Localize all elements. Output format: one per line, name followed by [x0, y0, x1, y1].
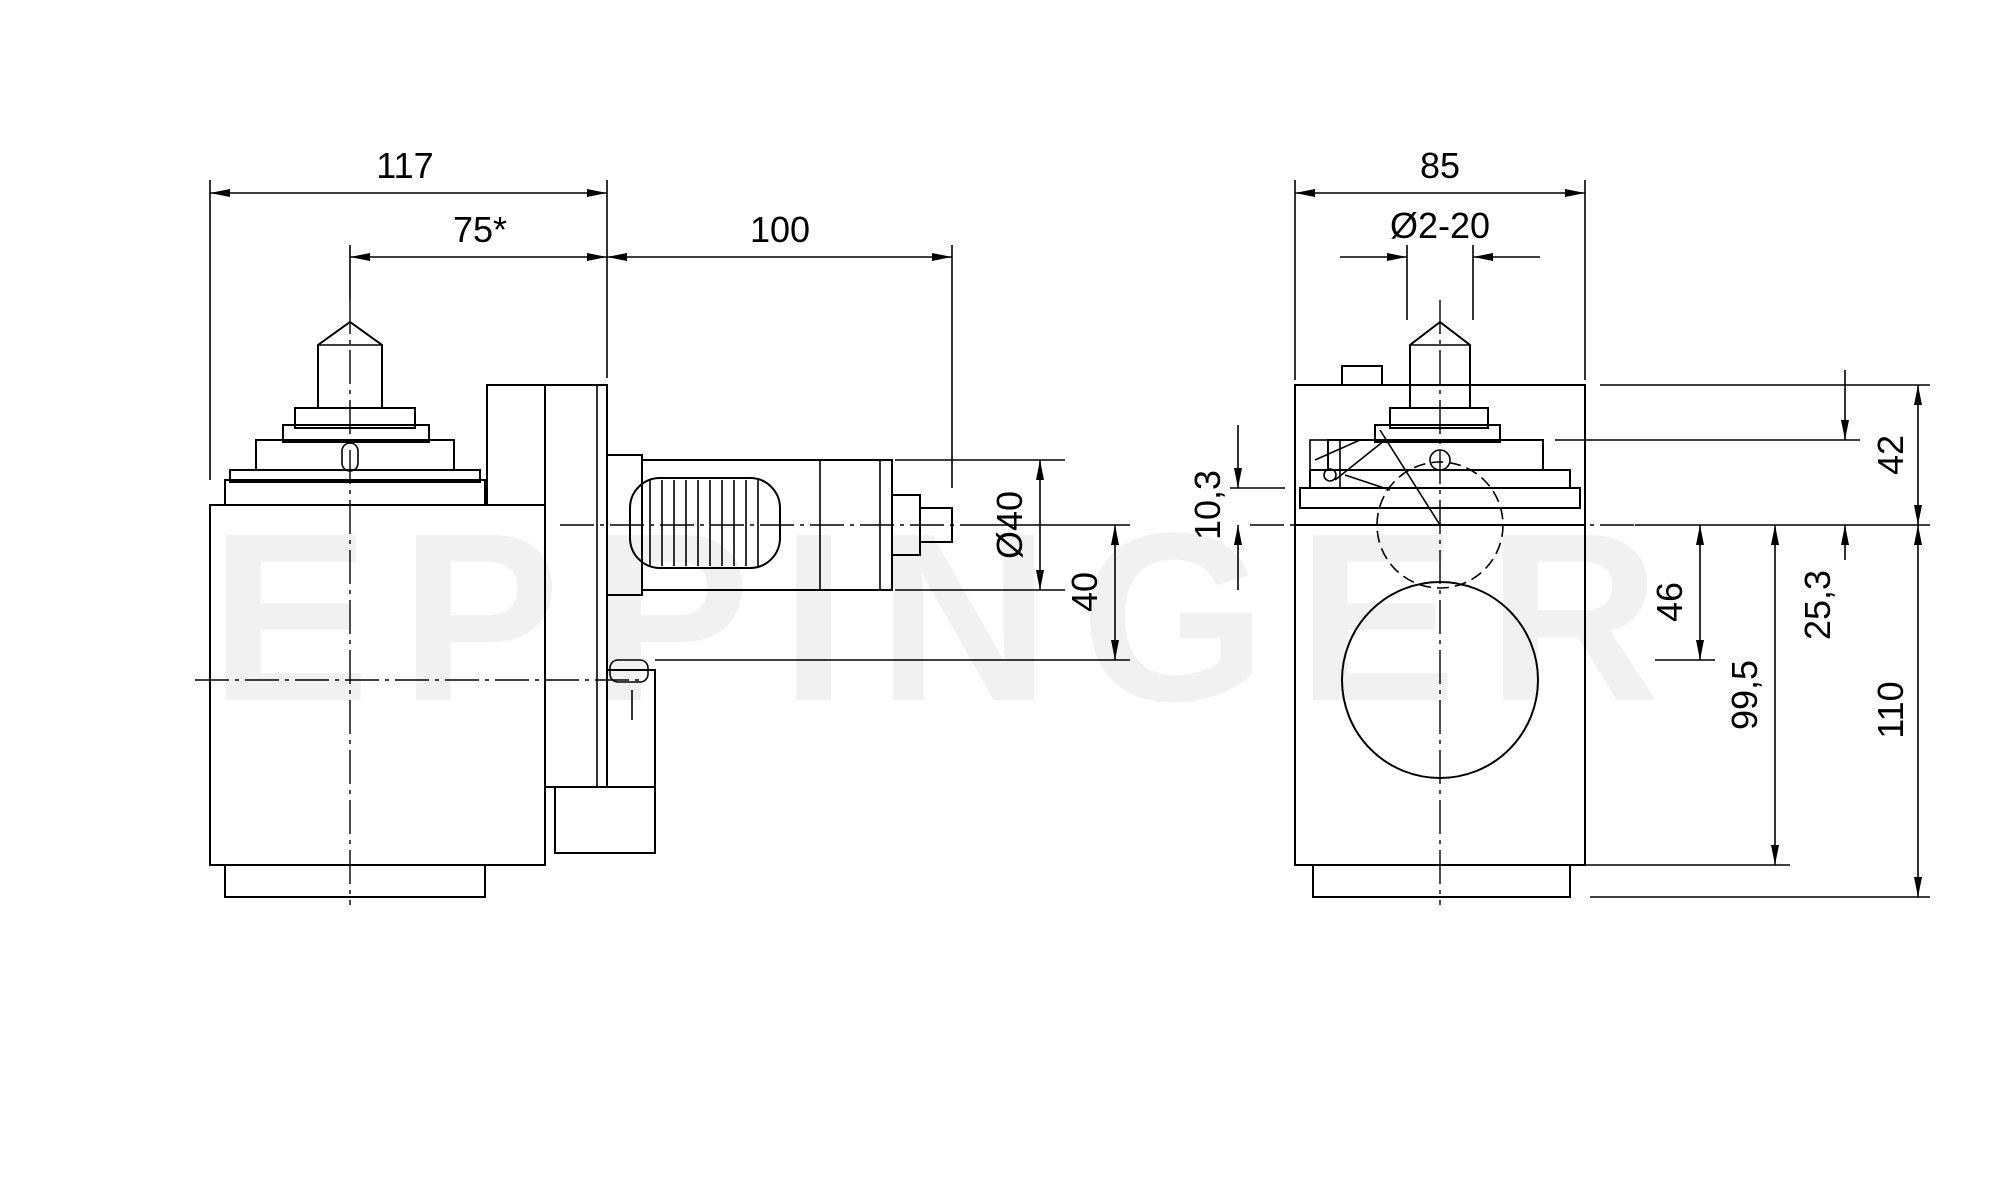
front-bottom-base: [1312, 864, 1571, 898]
dim-42: 42: [1870, 435, 1911, 475]
dim-46: 46: [1649, 582, 1690, 622]
side-nut: [294, 407, 416, 429]
dim-40: 40: [1064, 572, 1105, 612]
front-view: [1250, 300, 1635, 905]
dim-117: 117: [376, 145, 433, 186]
dim-d2-20: Ø2-20: [1390, 205, 1490, 246]
side-lower-bracket: [554, 786, 656, 854]
watermark-text: EPPINGER: [210, 483, 1690, 751]
side-bottom-base: [224, 864, 486, 898]
front-bearing-housing: [1327, 439, 1544, 471]
front-view-dimensions: 85 Ø2-20 10,3 42 25,3 46 99,5: [1187, 145, 1930, 898]
dim-25-3: 25,3: [1797, 570, 1838, 640]
side-spline: [629, 477, 781, 569]
side-top-ring: [224, 479, 486, 506]
side-spline-grooves: [649, 480, 759, 566]
dim-99-5: 99,5: [1724, 660, 1765, 730]
side-view: [195, 300, 970, 905]
front-nut: [1389, 407, 1489, 429]
dim-100: 100: [750, 209, 810, 250]
dim-85: 85: [1420, 145, 1460, 186]
side-view-dimensions: 117 75* 100 Ø40 40: [209, 145, 1130, 661]
dim-110: 110: [1870, 681, 1911, 738]
front-screw: [1341, 365, 1383, 386]
dim-75: 75*: [453, 209, 507, 250]
dim-10-3: 10,3: [1187, 470, 1228, 540]
